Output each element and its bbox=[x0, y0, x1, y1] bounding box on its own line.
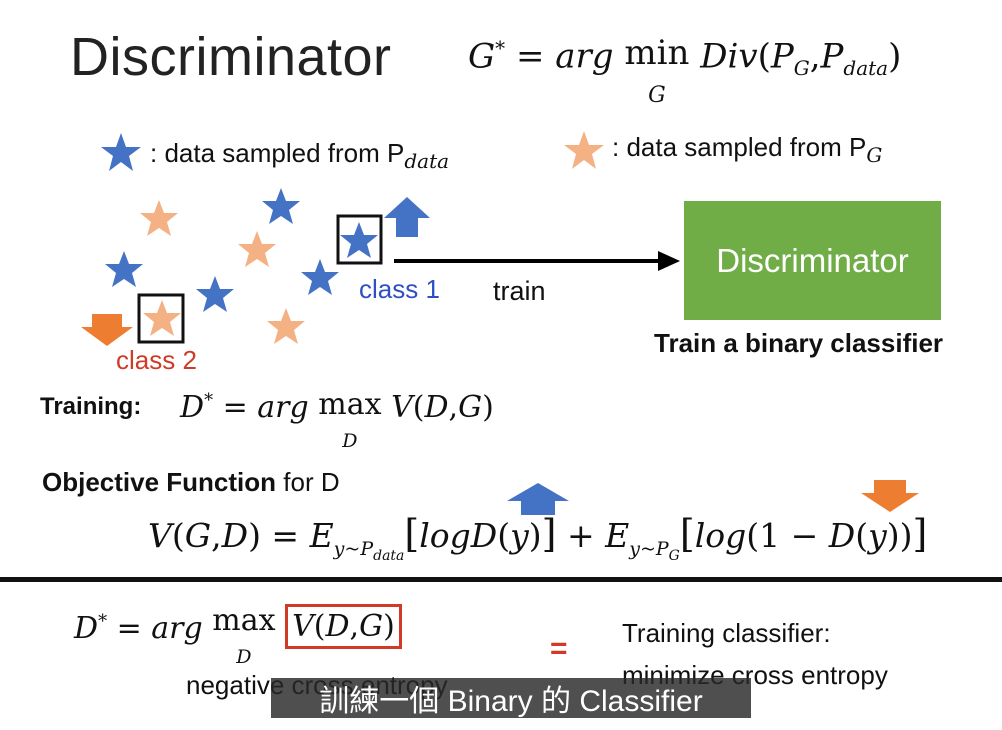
class1-select-box bbox=[336, 214, 383, 265]
train-label: train bbox=[493, 276, 546, 306]
blue-star-icon bbox=[340, 222, 378, 258]
class2-select-box bbox=[137, 293, 185, 344]
sample-scatter bbox=[105, 188, 383, 344]
blue-star-icon bbox=[196, 276, 234, 312]
orange-star-icon bbox=[140, 200, 178, 236]
blue-star-icon bbox=[262, 188, 300, 224]
equals-sign: = bbox=[550, 632, 568, 665]
blue-star-icon bbox=[301, 259, 339, 295]
discriminator-box: Discriminator bbox=[684, 201, 941, 320]
binary-classifier-caption: Train a binary classifier bbox=[654, 328, 944, 358]
orange-star-icon bbox=[564, 131, 604, 169]
down-arrow-icon bbox=[81, 314, 133, 346]
class2-label: class 2 bbox=[116, 345, 197, 375]
orange-star-icon bbox=[238, 231, 276, 267]
divider-line bbox=[0, 577, 1002, 582]
orange-star-icon bbox=[267, 308, 305, 344]
down-arrow-icon bbox=[861, 480, 919, 512]
right-arrow-icon bbox=[394, 251, 680, 271]
orange-star-icon bbox=[143, 300, 181, 336]
classifier-text-line1: Training classifier: bbox=[622, 618, 831, 648]
objective-formula: V(G,D) = Ey~Pdata[logD(y)] + Ey~PG[log(1… bbox=[148, 512, 928, 564]
objective-label: Objective Function for D bbox=[42, 467, 340, 497]
class1-label: class 1 bbox=[359, 274, 440, 304]
up-arrow-icon bbox=[507, 483, 569, 515]
up-arrow-icon bbox=[384, 197, 430, 237]
legend-blue: : data sampled from Pdata bbox=[150, 138, 450, 174]
blue-star-icon bbox=[105, 251, 143, 287]
blue-star-icon bbox=[101, 133, 141, 171]
slide-title: Discriminator bbox=[70, 27, 392, 87]
training-label: Training: bbox=[40, 393, 142, 420]
video-subtitle: 訓練一個 Binary 的 Classifier bbox=[271, 678, 751, 718]
legend-orange: : data sampled from PG bbox=[612, 132, 883, 168]
